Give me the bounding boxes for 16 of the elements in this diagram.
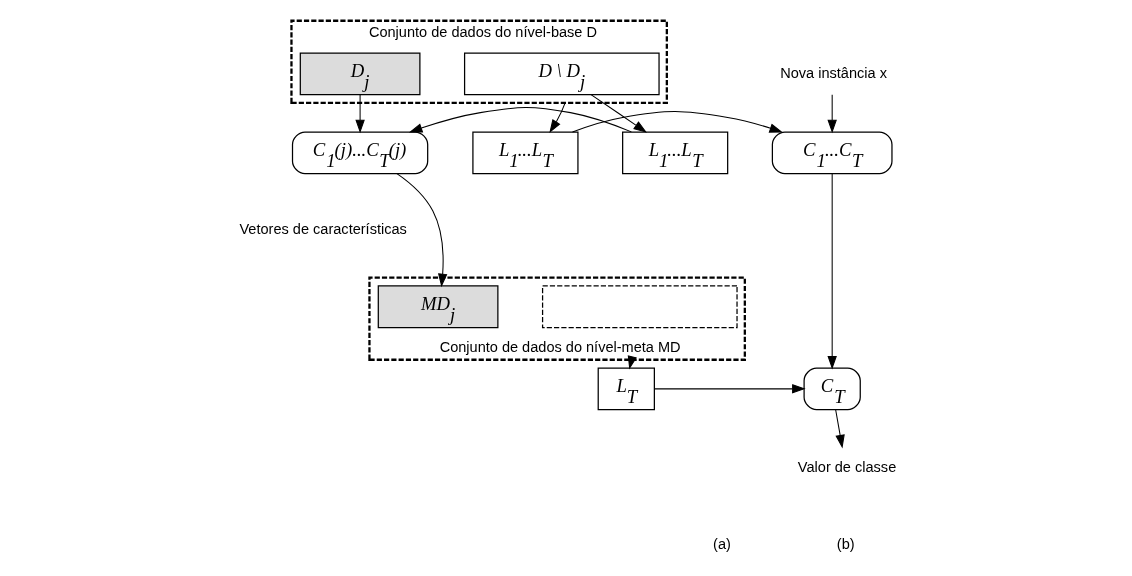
label: Vetores de características [238,220,407,237]
arrow [408,106,632,133]
arrow [826,173,837,370]
label: (a) [712,535,731,552]
arrow [826,94,837,134]
node-text: Valor de classe [797,458,896,475]
arrow [590,94,647,133]
label: (b) [836,535,855,552]
node-text: Nova instância x [779,64,887,81]
arrow [653,384,806,394]
arrow [834,409,845,449]
arrow [354,94,365,134]
arrow [395,173,447,288]
arrow [571,111,783,133]
node-box [541,285,738,329]
arrow [548,102,566,134]
